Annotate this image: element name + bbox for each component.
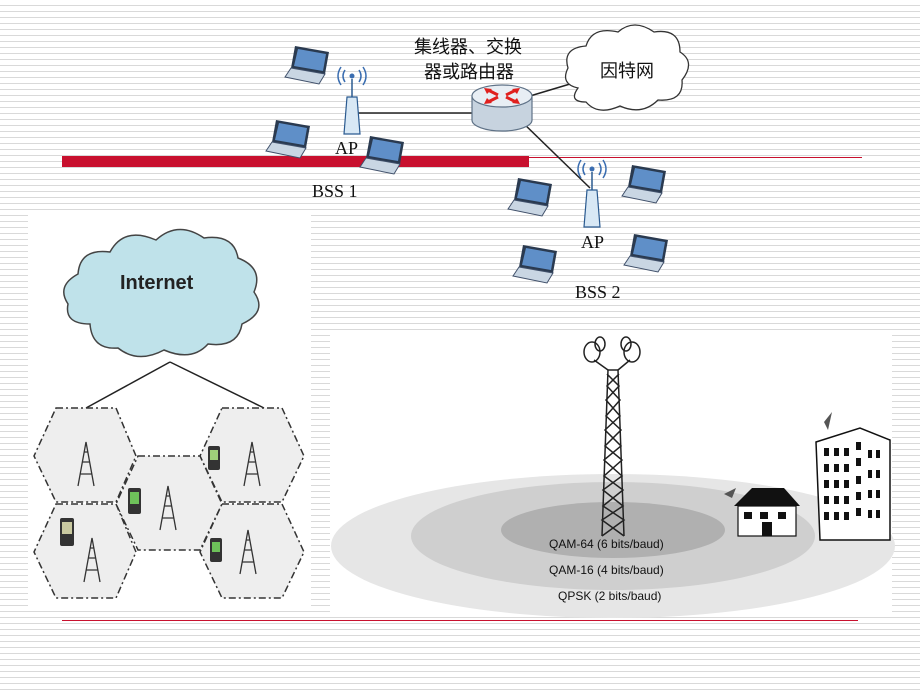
cell-hex	[115, 455, 223, 551]
access-point-icon	[577, 159, 607, 228]
router-label-line1: 集线器、交换	[414, 37, 522, 57]
internet-cloud-icon	[564, 24, 690, 111]
cloud-icon	[63, 228, 260, 358]
wlan-diagram: 因特网 集线器、交换 器或路由器 AP AP BSS 1 BSS 2	[0, 0, 920, 310]
bss1-label: BSS 1	[312, 181, 358, 201]
access-point-icon	[337, 66, 367, 135]
ring-label-qam16: QAM-16 (4 bits/baud)	[549, 563, 664, 577]
wimax-svg	[331, 336, 895, 618]
laptop-icon	[621, 165, 666, 204]
ap1-label: AP	[335, 138, 359, 158]
building-icon	[815, 412, 891, 541]
laptop-icon	[359, 136, 404, 175]
internet-cloud-label: 因特网	[600, 61, 654, 81]
laptop-icon	[284, 46, 329, 85]
ap2-label: AP	[581, 232, 605, 252]
ring-label-qam64: QAM-64 (6 bits/baud)	[549, 537, 664, 551]
router-icon	[471, 84, 533, 132]
internet-cloud-label: Internet	[120, 272, 194, 294]
wlan-lines	[352, 83, 591, 189]
coverage-ring-qam64	[501, 502, 725, 558]
laptop-icon	[623, 234, 668, 273]
cell-hex	[33, 407, 137, 503]
cell-hex	[33, 503, 137, 599]
bottom-divider	[62, 620, 858, 621]
cellular-diagram: Internet	[28, 212, 311, 608]
wimax-diagram: QAM-64 (6 bits/baud) QAM-16 (4 bits/baud…	[330, 330, 895, 618]
laptop-icon	[507, 178, 552, 217]
base-station-tower-icon	[583, 336, 641, 537]
router-label-line2: 器或路由器	[424, 62, 514, 82]
accent-bar	[62, 156, 529, 167]
ring-label-qpsk: QPSK (2 bits/baud)	[558, 589, 662, 603]
bss2-label: BSS 2	[575, 282, 621, 302]
cellular-svg	[33, 228, 305, 599]
accent-line	[529, 157, 862, 158]
laptop-icon	[265, 120, 310, 159]
laptop-icon	[512, 245, 557, 284]
house-icon	[724, 488, 800, 537]
